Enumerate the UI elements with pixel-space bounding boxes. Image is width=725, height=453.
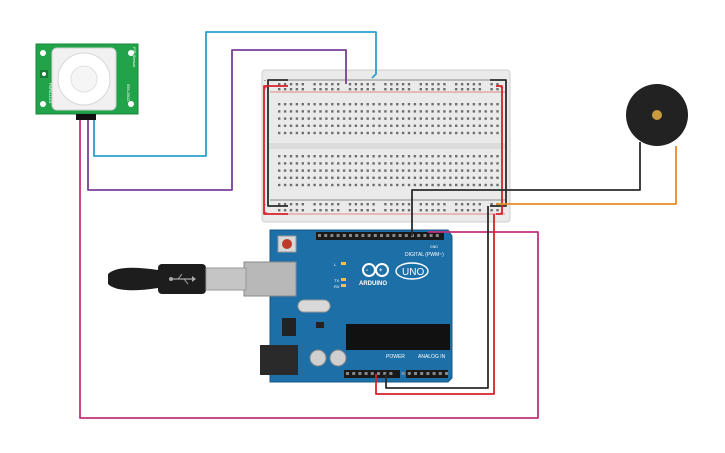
wire-blue[interactable] [93, 31, 377, 157]
wire-red-left[interactable] [263, 85, 288, 215]
reset-button[interactable] [282, 239, 292, 249]
buzzer-center [652, 110, 662, 120]
tx-label: TX [334, 278, 339, 283]
wire-pink[interactable] [79, 120, 539, 419]
uno-model: UNO [402, 267, 424, 278]
crystal-oscillator [297, 299, 331, 313]
rail-plus-top-left: + [264, 86, 268, 92]
gnd-label: GND [430, 245, 438, 249]
rx-label: RX [334, 284, 340, 289]
arduino-uno-board: DIGITAL (PWM~) POWER ANALOG IN TX RX L -… [243, 229, 453, 383]
wire-red-right[interactable] [496, 85, 503, 215]
pir-label-top: PIR Sensor [132, 47, 137, 68]
usb-connector [243, 261, 297, 297]
analog-label: ANALOG IN [418, 354, 446, 360]
wire-red-5v[interactable] [375, 214, 495, 395]
arduino-logo-icon: - + [362, 263, 389, 277]
pir-label-code: 555-28027 [126, 84, 131, 104]
pir-sensor: PIR Sensor PARALLAX 555-28027 [35, 43, 139, 120]
usb-cable [108, 264, 247, 294]
wire-orange-buzzer[interactable] [496, 146, 677, 205]
voltage-regulator [282, 318, 296, 336]
atmega-chip [346, 324, 450, 350]
rail-minus-bottom-left: - [264, 202, 266, 208]
usb-icon [169, 273, 196, 285]
breadboard: - + - + - + - + [261, 69, 511, 223]
arduino-brand: ARDUINO [359, 281, 387, 287]
piezo-buzzer [626, 84, 688, 146]
rail-minus-bottom-right: - [500, 202, 502, 208]
capacitor-1 [309, 349, 327, 367]
wire-black-gnd[interactable] [385, 206, 489, 389]
wires [79, 31, 677, 419]
capacitor-2 [329, 349, 347, 367]
rail-minus-top-left: - [264, 78, 266, 84]
wire-black-right[interactable] [490, 79, 507, 207]
power-label: POWER [386, 354, 405, 360]
wire-black-left[interactable] [267, 79, 288, 207]
svg-text:-: - [366, 268, 368, 274]
power-jack [260, 345, 298, 375]
wire-purple[interactable] [87, 49, 347, 191]
digital-label: DIGITAL (PWM~) [405, 252, 444, 258]
l-led-label: L [334, 262, 337, 267]
svg-text:+: + [379, 268, 383, 274]
wire-black-buzzer[interactable] [411, 142, 641, 236]
pir-label-side: PARALLAX [48, 83, 53, 104]
rail-minus-top-right: - [500, 78, 502, 84]
breadboard-holes [278, 83, 499, 212]
